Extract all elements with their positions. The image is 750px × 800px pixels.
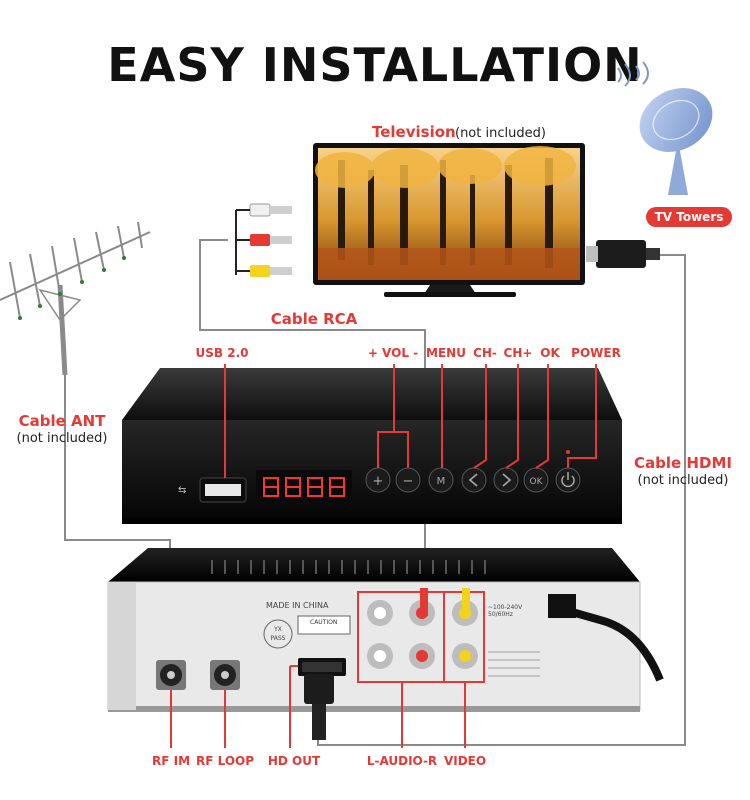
page-title: EASY INSTALLATION: [107, 38, 643, 92]
yx-label: YX: [273, 626, 282, 633]
usb-label: USB 2.0: [196, 346, 249, 360]
menu-button[interactable]: M: [428, 467, 454, 493]
chevron-right-icon: [502, 473, 512, 487]
rear-leaders: [170, 665, 466, 748]
power-button[interactable]: [555, 450, 581, 493]
vol-minus-button[interactable]: −: [395, 467, 421, 493]
ok-button[interactable]: OK: [523, 467, 549, 493]
tv-tower-dish: [617, 61, 713, 195]
ok-label: OK: [540, 346, 560, 360]
tv-towers-badge: TV Towers: [646, 207, 732, 227]
hdmi-plug-tv: [586, 240, 660, 268]
hd-out-label: HD OUT: [268, 754, 321, 768]
video-label: VIDEO: [444, 754, 486, 768]
cable-hdmi-note: (not included): [638, 473, 729, 488]
rca-plug-rear: [420, 588, 470, 616]
voltage-label: ~100-240V: [488, 604, 523, 611]
front-leaders: [224, 364, 597, 478]
audio-l-port[interactable]: [367, 643, 393, 669]
audio-label: L-AUDIO-R: [367, 754, 437, 768]
caution-label: CAUTION: [310, 619, 337, 626]
receiver-rear: MADE IN CHINA CAUTION YX PASS ~100-240V …: [107, 548, 664, 712]
rf-in-label: RF IM: [152, 754, 190, 768]
ch-minus-button[interactable]: [461, 467, 487, 493]
audio-r-port[interactable]: [409, 643, 435, 669]
chevron-left-icon: [468, 473, 478, 487]
freq-label: 50/60Hz: [488, 611, 513, 618]
vol-plus-button[interactable]: +: [365, 467, 391, 493]
antenna: [0, 221, 151, 376]
power-icon: [561, 475, 575, 488]
pass-label: PASS: [271, 635, 286, 642]
hdmi-out-port[interactable]: [298, 658, 346, 676]
vol-label: + VOL -: [368, 346, 418, 360]
made-in-label: MADE IN CHINA: [266, 601, 329, 610]
cable-ant-label: Cable ANT: [19, 412, 107, 430]
television-label: Television: [372, 123, 456, 141]
television-note: (not included): [455, 126, 546, 141]
rca-plugs: [235, 203, 292, 277]
ch-minus-label: CH-: [473, 346, 497, 360]
ch-plus-label: CH+: [504, 346, 533, 360]
vol-plus-glyph: +: [373, 474, 384, 489]
cable-rca-label: Cable RCA: [271, 310, 358, 328]
vol-minus-glyph: −: [403, 474, 414, 489]
power-cord: [563, 606, 664, 682]
hdmi-plug-rear: [304, 674, 334, 740]
video-port[interactable]: [452, 643, 478, 669]
rf-loop-port[interactable]: [210, 660, 240, 690]
ch-plus-button[interactable]: [493, 467, 519, 493]
menu-glyph: M: [437, 476, 446, 487]
cable-hdmi-label: Cable HDMI: [634, 454, 732, 472]
cable-ant-note: (not included): [17, 431, 108, 446]
television: [313, 143, 585, 297]
ok-glyph: OK: [530, 477, 544, 487]
audio-l-port-top[interactable]: [367, 600, 393, 626]
rf-in-port[interactable]: [156, 660, 186, 690]
power-label: POWER: [571, 346, 621, 360]
svg-text:⇆: ⇆: [178, 485, 186, 496]
rf-loop-label: RF LOOP: [196, 754, 254, 768]
menu-label: MENU: [426, 346, 466, 360]
